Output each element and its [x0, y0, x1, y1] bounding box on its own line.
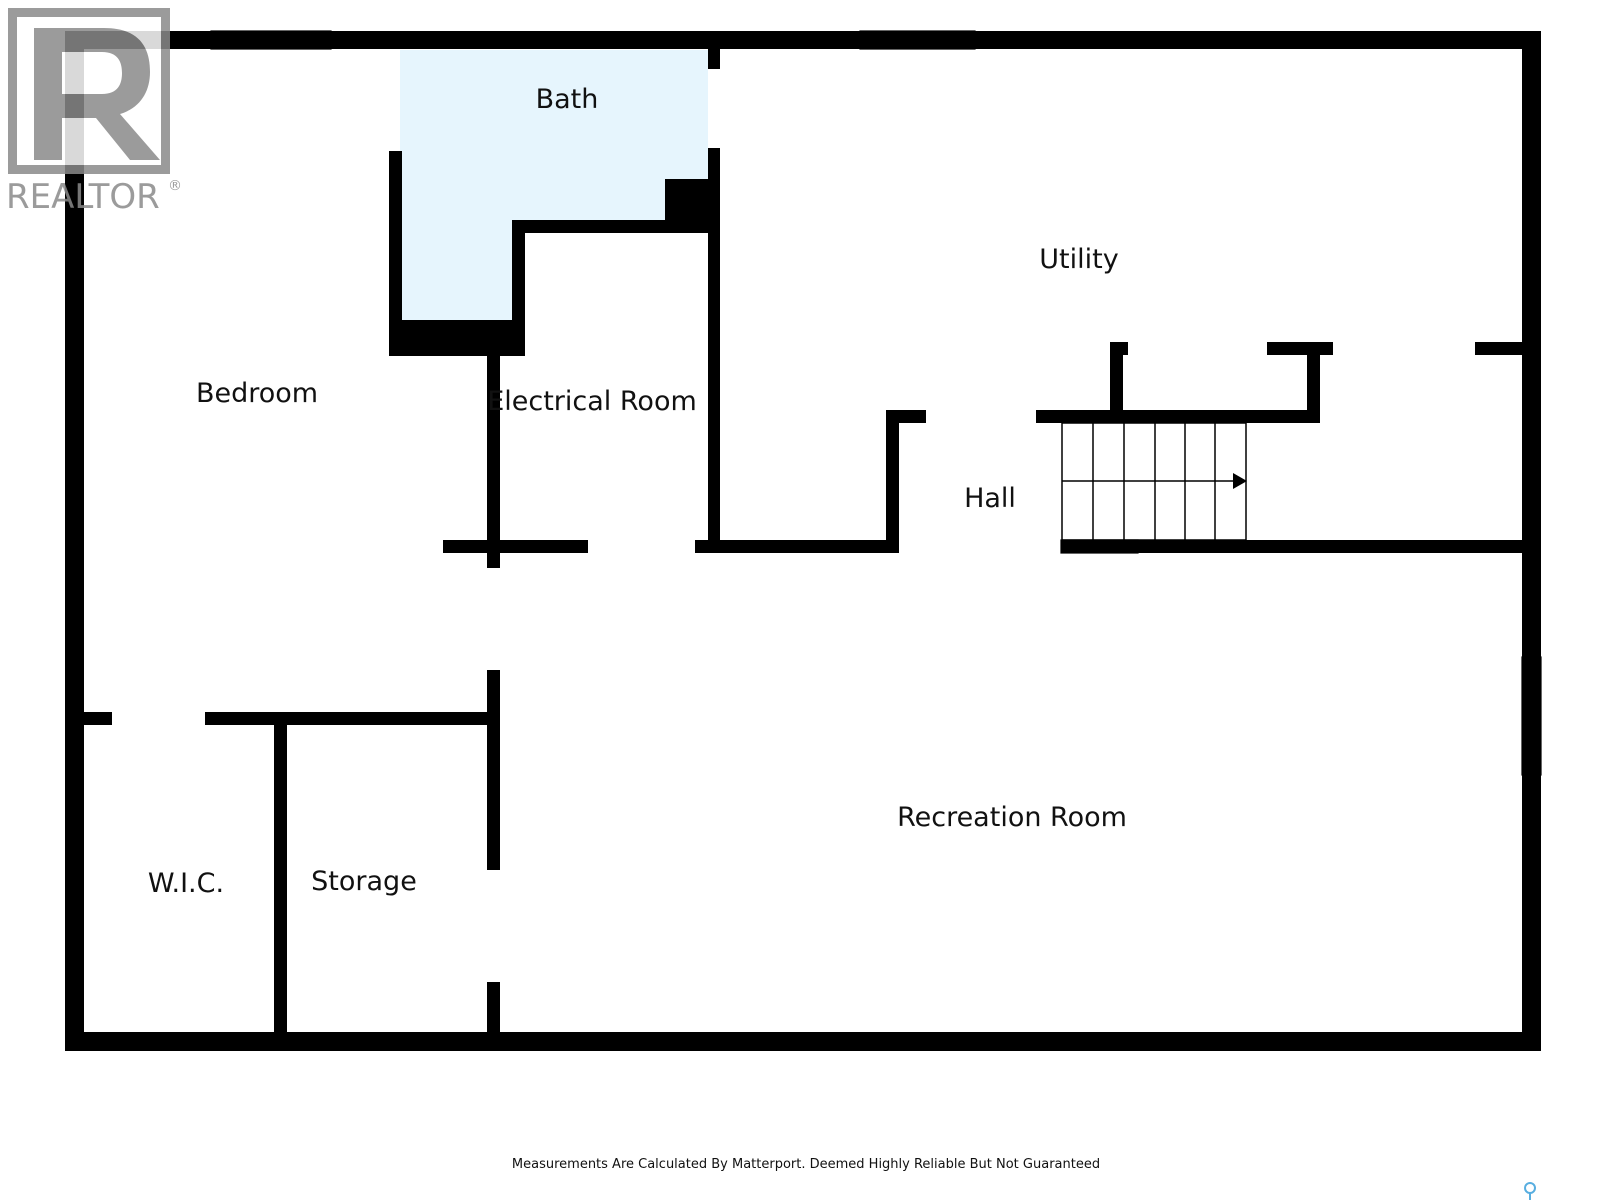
bath-fill — [400, 50, 708, 322]
windows — [210, 30, 1542, 776]
disclaimer-text: Measurements Are Calculated By Matterpor… — [512, 1157, 1100, 1172]
wall-electrical-left — [487, 354, 500, 568]
wall-wic-storage-divider — [274, 712, 287, 1042]
room-label-storage: Storage — [311, 866, 417, 897]
wall-hall-top-left — [886, 410, 926, 423]
room-label-electrical: Electrical Room — [487, 386, 697, 417]
room-label-wic: W.I.C. — [148, 868, 224, 899]
wall-bath-left — [389, 151, 402, 356]
realtor-logo-r — [34, 28, 160, 160]
room-label-hall: Hall — [964, 483, 1016, 514]
wall-bedroom-right-lower — [487, 982, 500, 1042]
realtor-logo-icon: REALTOR ® — [6, 8, 182, 217]
room-label-recreation: Recreation Room — [897, 802, 1127, 833]
realtor-logo-registered: ® — [168, 178, 182, 194]
wall-bath-corner-block — [665, 179, 716, 233]
wall-outer-bottom — [65, 1032, 1541, 1051]
wall-bath-step-vertical — [512, 220, 525, 356]
wall-closets-top-right — [205, 712, 495, 725]
room-label-utility: Utility — [1039, 244, 1118, 275]
arrow-right-icon — [1233, 473, 1247, 489]
wall-bath-right-lower — [708, 148, 720, 550]
wall-hall-top-right — [1036, 410, 1320, 423]
wall-bedroom-right-mid — [487, 670, 500, 870]
wall-bath-right-upper — [708, 49, 720, 69]
wall-bedroom-right-upper — [487, 540, 500, 568]
walls — [65, 31, 1541, 1051]
map-pin-icon[interactable] — [1524, 1182, 1536, 1200]
wall-hall-left — [886, 410, 899, 553]
wall-closet-right — [1307, 342, 1320, 423]
window-stair-landing — [1060, 539, 1139, 554]
stairs — [1061, 422, 1247, 541]
map-pin-head — [1524, 1182, 1536, 1194]
wall-electrical-bottom-left — [443, 540, 588, 553]
wall-closet-left — [1110, 342, 1123, 423]
realtor-logo-text: REALTOR — [6, 177, 160, 217]
wall-closet-top-right — [1475, 342, 1525, 355]
wall-closets-top-left — [84, 712, 112, 725]
wall-stair-bottom — [1138, 540, 1524, 553]
wall-outer-top — [65, 31, 1541, 49]
room-label-bath: Bath — [536, 84, 599, 115]
wall-outer-left — [65, 31, 84, 1051]
wall-closet-top-left — [1110, 342, 1128, 355]
wall-bath-step-horizontal — [512, 220, 708, 233]
room-label-bedroom: Bedroom — [196, 378, 318, 409]
wall-electrical-bottom-right — [695, 540, 899, 553]
wall-bath-bottom — [389, 320, 525, 356]
wall-closet-top-mid — [1267, 342, 1333, 355]
wall-outer-right — [1522, 31, 1541, 1051]
